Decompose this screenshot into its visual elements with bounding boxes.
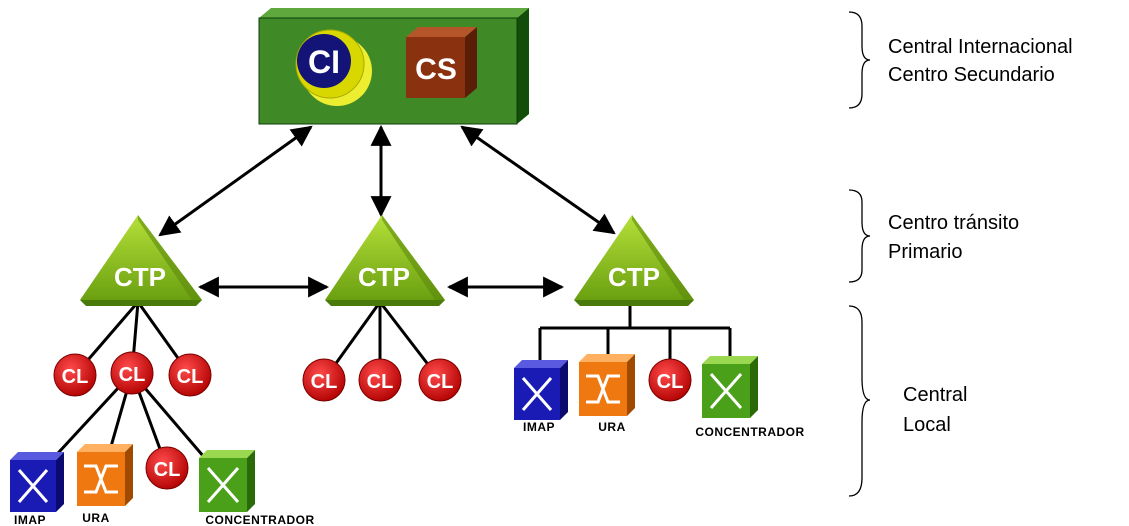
imap-label: IMAP xyxy=(523,420,555,434)
arrow-top-to-right-ctp xyxy=(460,125,616,235)
legend-level2-line2: Primario xyxy=(888,241,962,263)
cl-label: CL xyxy=(367,371,394,393)
ura-icon: URA xyxy=(579,354,635,434)
imap-label: IMAP xyxy=(14,513,46,526)
concentrador-label: CONCENTRADOR xyxy=(205,513,314,526)
cl-label: CL xyxy=(427,371,454,393)
ura-icon: URA xyxy=(77,444,133,525)
connection-arrows xyxy=(158,124,616,298)
brace-level-1 xyxy=(848,11,871,109)
ctp-left: CTP xyxy=(80,215,202,306)
legend-level1-line1: Central Internacional xyxy=(888,36,1073,58)
ctp-right: CTP xyxy=(574,215,694,306)
ctp-middle-label: CTP xyxy=(358,262,410,292)
cl-label: CL xyxy=(657,371,684,393)
ci-icon: CI xyxy=(295,29,372,106)
cs-icon: CS xyxy=(406,27,477,98)
top-central-box: CI CS xyxy=(258,8,529,125)
ctp-left-label: CTP xyxy=(114,262,166,292)
cl-label: CL xyxy=(154,459,181,481)
ura-label: URA xyxy=(598,420,626,434)
cl-label: CL xyxy=(119,364,146,386)
cl-node: CL xyxy=(648,358,692,402)
concentrador-icon: CONCENTRADOR xyxy=(199,450,314,526)
ctp-middle: CTP xyxy=(325,215,445,306)
brace-level-3 xyxy=(848,305,871,497)
concentrador-icon: CONCENTRADOR xyxy=(695,356,804,439)
cl-node: CL xyxy=(358,358,402,402)
concentrador-label: CONCENTRADOR xyxy=(695,425,804,439)
cl-node: CL xyxy=(53,353,97,397)
legend-level1-line2: Centro Secundario xyxy=(888,64,1055,86)
legend-level3-line2: Local xyxy=(903,414,951,436)
cl-node: CL xyxy=(110,351,154,395)
legend-level2-line1: Centro tránsito xyxy=(888,212,1019,234)
arrow-top-to-left-ctp xyxy=(158,125,313,237)
brace-level-2 xyxy=(848,189,871,283)
ci-label: CI xyxy=(308,44,340,80)
legend-text: Central Internacional Centro Secundario … xyxy=(888,36,1073,436)
cl-label: CL xyxy=(62,366,89,388)
ctp-right-label: CTP xyxy=(608,262,660,292)
cl-node: CL xyxy=(418,358,462,402)
cl-node: CL xyxy=(168,353,212,397)
legend-level3-line1: Central xyxy=(903,384,967,406)
cl-node: CL xyxy=(145,446,189,490)
legend-braces xyxy=(848,11,871,497)
cs-label: CS xyxy=(415,53,457,86)
ura-label: URA xyxy=(82,511,110,525)
cl-label: CL xyxy=(311,371,338,393)
cl-node: CL xyxy=(302,358,346,402)
cl-label: CL xyxy=(177,366,204,388)
imap-icon: IMAP xyxy=(514,360,568,434)
imap-icon: IMAP xyxy=(10,452,64,526)
